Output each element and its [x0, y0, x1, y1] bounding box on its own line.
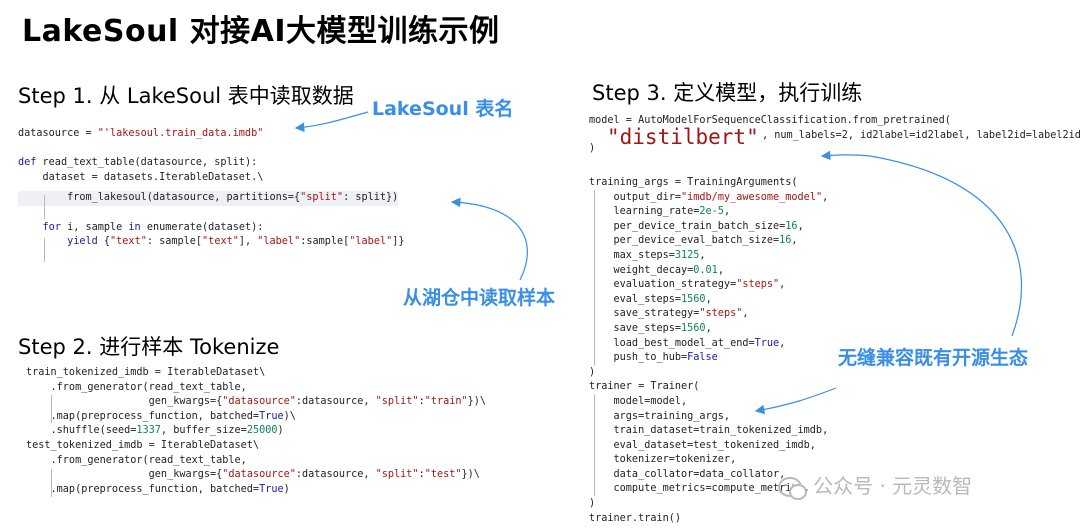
- code-line: per_device_eval_batch_size=16,: [589, 235, 798, 247]
- step3-heading: Step 3. 定义模型，执行训练: [592, 81, 863, 105]
- indent-guide: [594, 394, 595, 496]
- watermark: 公众号 · 元灵数智: [778, 470, 972, 502]
- indent-guide: [51, 395, 52, 423]
- code-line: load_best_model_at_end=True,: [589, 337, 786, 349]
- code-line: train_tokenized_imdb = IterableDataset\: [26, 367, 266, 378]
- code-line: , num_labels=2, id2label=id2label, label…: [762, 130, 1080, 141]
- code-line: datasource = "'lakesoul.train_data.imdb": [18, 128, 264, 139]
- code-line: test_tokenized_imdb = IterableDataset\: [26, 439, 260, 451]
- code-line: dataset = datasets.IterableDataset.\: [18, 171, 264, 183]
- indent-guide: [51, 469, 52, 497]
- step3-model-block: model = AutoModelForSequenceClassificati…: [589, 114, 951, 129]
- code-line: ): [589, 143, 596, 154]
- code-line: gen_kwargs={"datasource":datasource, "sp…: [26, 469, 480, 481]
- code-line: gen_kwargs={"datasource":datasource, "sp…: [26, 396, 487, 408]
- code-line: push_to_hub=False: [589, 352, 718, 364]
- code-line: .from_generator(read_text_table,: [26, 381, 247, 393]
- code-line: .map(preprocess_function, batched=True)\: [26, 410, 296, 422]
- code-line: save_strategy="steps",: [589, 308, 749, 320]
- code-line: eval_steps=1560,: [589, 293, 712, 305]
- code-line: for i, sample in enumerate(dataset):: [42, 221, 264, 233]
- step1-heading: Step 1. 从 LakeSoul 表中读取数据: [18, 84, 354, 108]
- indent-guide: [594, 190, 595, 366]
- step2-code-block: train_tokenized_imdb = IterableDataset\ …: [26, 366, 486, 497]
- arrow-to-from-lakesoul: [450, 197, 528, 281]
- code-line: eval_dataset=test_tokenized_imdb,: [589, 439, 816, 451]
- code-line: training_args = TrainingArguments(: [589, 177, 798, 188]
- arrow-to-trainer-args: [754, 387, 837, 415]
- code-line: yield {"text": sample["text"], "label":s…: [67, 236, 405, 248]
- code-line: compute_metrics=compute_metrics,: [589, 483, 810, 495]
- arrow-to-model: [820, 150, 1023, 337]
- code-line: save_steps=1560,: [589, 322, 712, 334]
- indent-guide: [44, 238, 45, 262]
- code-line: def read_text_table(datasource, split):: [18, 157, 258, 169]
- code-line: trainer.train(): [589, 512, 682, 524]
- step3-model-args: , num_labels=2, id2label=id2label, label…: [762, 129, 1080, 144]
- callout-ecosystem: 无缝兼容既有开源生态: [838, 347, 1029, 369]
- code-line: train_dataset=train_tokenized_imdb,: [589, 425, 829, 437]
- code-line: .shuffle(seed=1337, buffer_size=25000): [26, 425, 284, 437]
- code-line: ): [589, 498, 596, 510]
- code-line: learning_rate=2e-5,: [589, 206, 731, 218]
- step3-training-block: training_args = TrainingArguments( outpu…: [589, 176, 828, 526]
- callout-read-samples: 从湖仓中读取样本: [403, 287, 556, 309]
- code-line: model=model,: [589, 395, 688, 407]
- step3-model-close: ): [589, 142, 595, 157]
- code-line: .from_generator(read_text_table,: [26, 454, 247, 466]
- step2-heading: Step 2. 进行样本 Tokenize: [18, 335, 280, 359]
- code-line: evaluation_strategy="steps",: [589, 279, 786, 291]
- indent-guide: [44, 195, 45, 219]
- code-line: trainer = Trainer(: [589, 381, 700, 393]
- page-title: LakeSoul 对接AI大模型训练示例: [22, 14, 500, 49]
- code-line: .map(preprocess_function, batched=True): [26, 483, 290, 495]
- code-line: ): [589, 366, 596, 378]
- code-line: model = AutoModelForSequenceClassificati…: [589, 115, 951, 126]
- code-line: args=training_args,: [589, 410, 731, 422]
- callout-table-name: LakeSoul 表名: [372, 98, 514, 120]
- code-line: per_device_train_batch_size=16,: [589, 220, 804, 232]
- arrow-to-datasource: [294, 111, 369, 133]
- code-line: data_collator=data_collator,: [589, 468, 786, 480]
- model-name-string: "distilbert": [607, 125, 759, 149]
- watermark-text: 公众号 · 元灵数智: [813, 474, 973, 498]
- wechat-icon: [778, 476, 807, 500]
- code-line: tokenizer=tokenizer,: [589, 454, 737, 466]
- step1-code-block: datasource = "'lakesoul.train_data.imdb"…: [18, 127, 405, 250]
- code-line: output_dir="imdb/my_awesome_model",: [589, 191, 829, 203]
- code-line-highlight: from_lakesoul(datasource, partitions={"s…: [18, 191, 399, 206]
- code-line: max_steps=3125,: [589, 249, 706, 261]
- code-line: weight_decay=0.01,: [589, 264, 724, 276]
